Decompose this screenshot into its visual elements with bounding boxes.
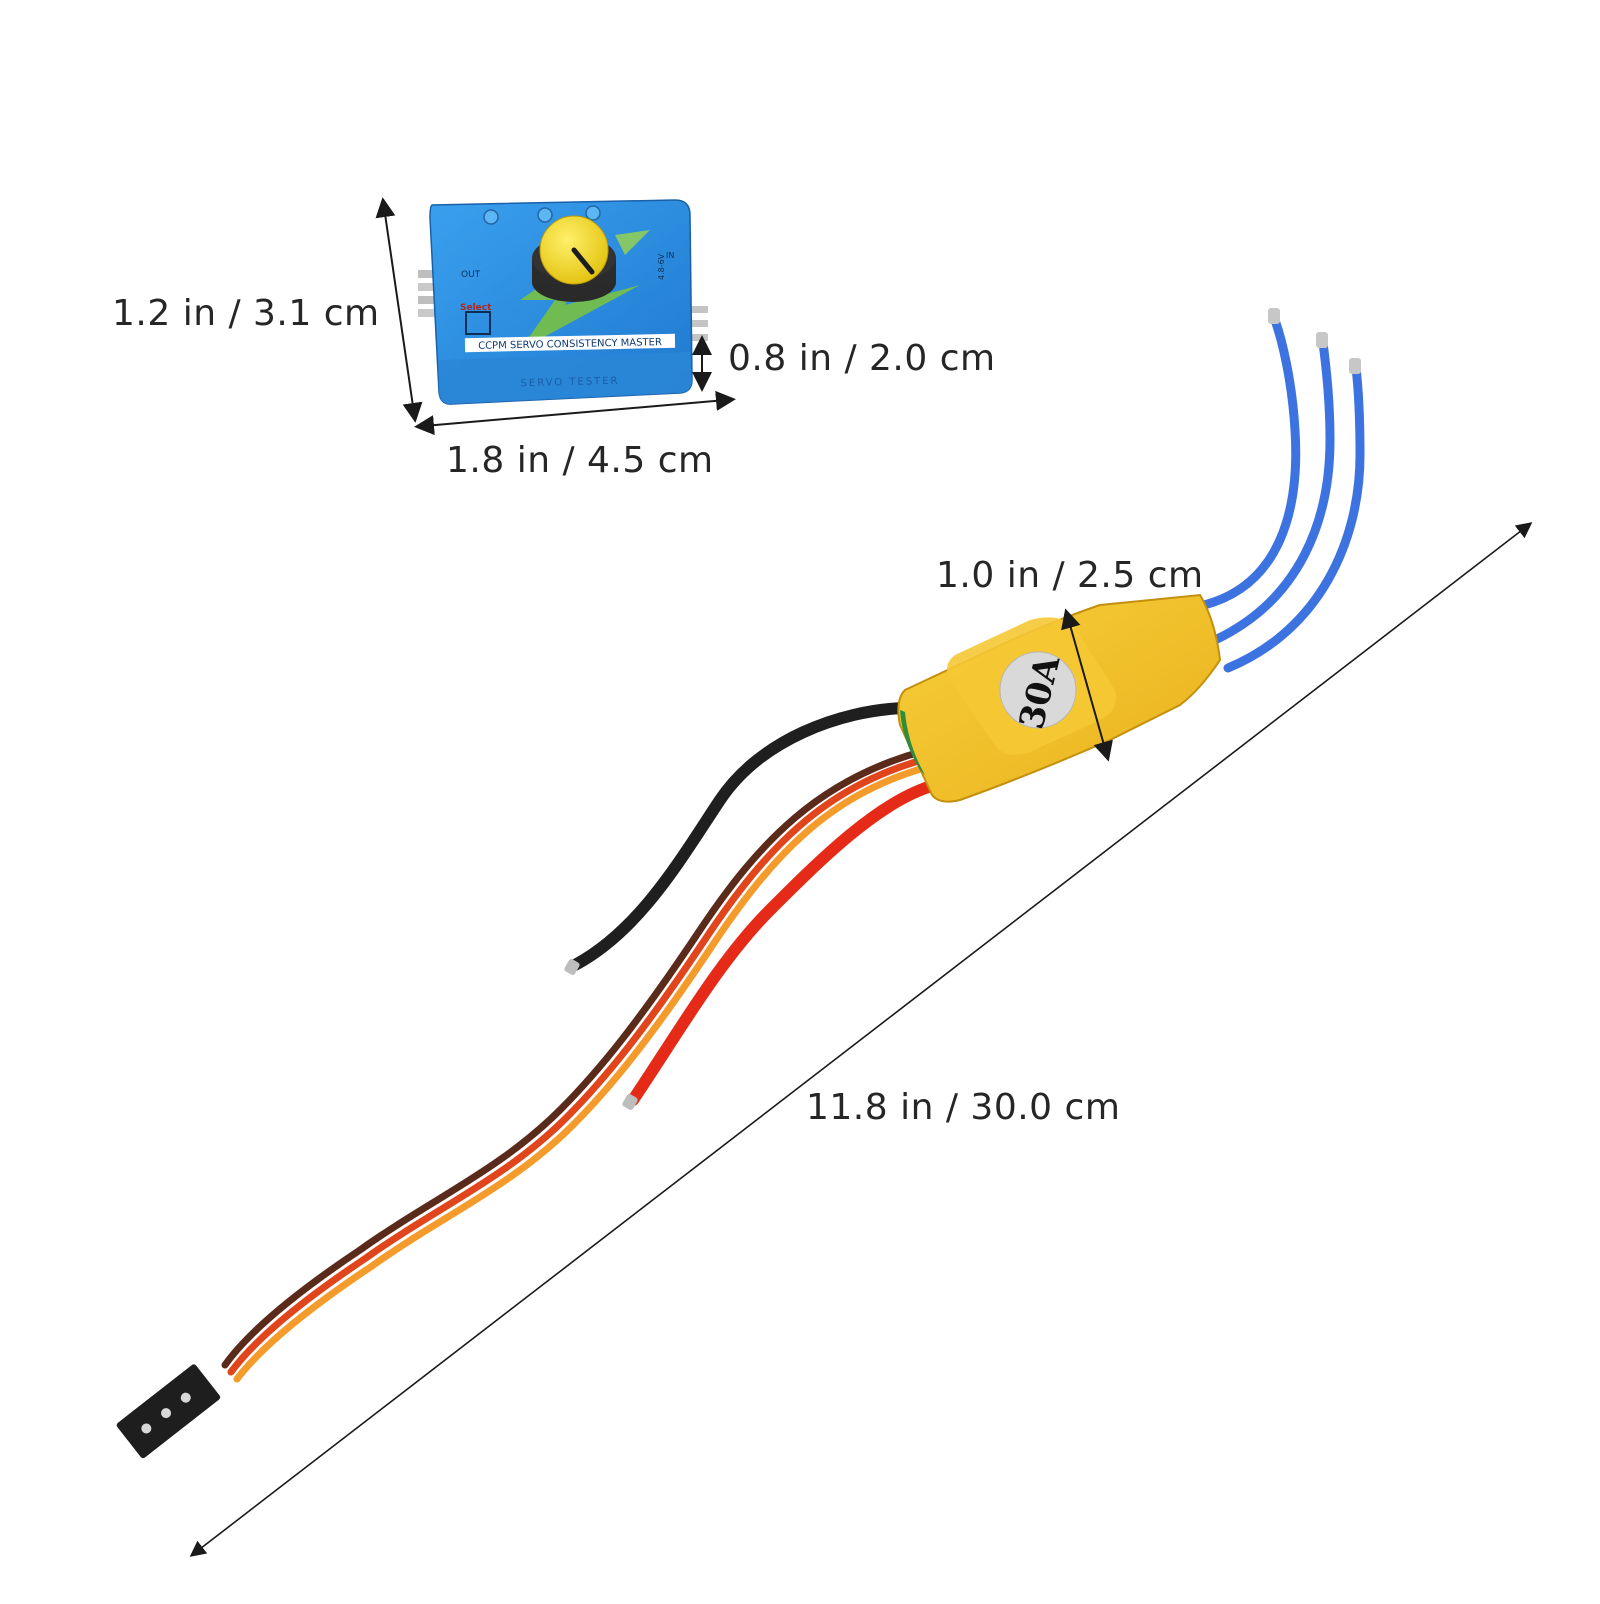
signal-cable (221, 748, 928, 1383)
led-indicator (585, 205, 601, 221)
tester-depth-label: 0.8 in / 2.0 cm (728, 338, 996, 379)
select-button (465, 311, 491, 335)
cable-length-label: 11.8 in / 30.0 cm (806, 1087, 1121, 1128)
esc-width-label: 1.0 in / 2.5 cm (936, 555, 1204, 596)
tester-width-arrow (414, 390, 736, 436)
led-indicator (483, 209, 499, 225)
led-indicator (537, 207, 553, 223)
control-knob (532, 215, 616, 302)
side-text: SERVO TESTER (520, 376, 619, 390)
esc-body: 30A (897, 593, 1222, 803)
lightning-graphic (520, 245, 640, 350)
tester-width-label: 1.8 in / 4.5 cm (446, 440, 714, 481)
servo-connector (116, 1364, 221, 1459)
tester-height-arrow (375, 197, 423, 423)
tester-height-label: 1.2 in / 3.1 cm (112, 293, 380, 334)
in-label: IN (666, 251, 674, 260)
servo-tester: OUT Select 4.8-6V IN CCPM SERVO CONSISTE… (418, 199, 708, 405)
voltage-label: 4.8-6V (657, 253, 666, 280)
motor-wires (1199, 308, 1365, 673)
panel-text: CCPM SERVO CONSISTENCY MASTER (478, 337, 662, 352)
select-label: Select (460, 303, 492, 313)
cable-length-arrow (189, 522, 1533, 1557)
out-label: OUT (461, 270, 481, 280)
